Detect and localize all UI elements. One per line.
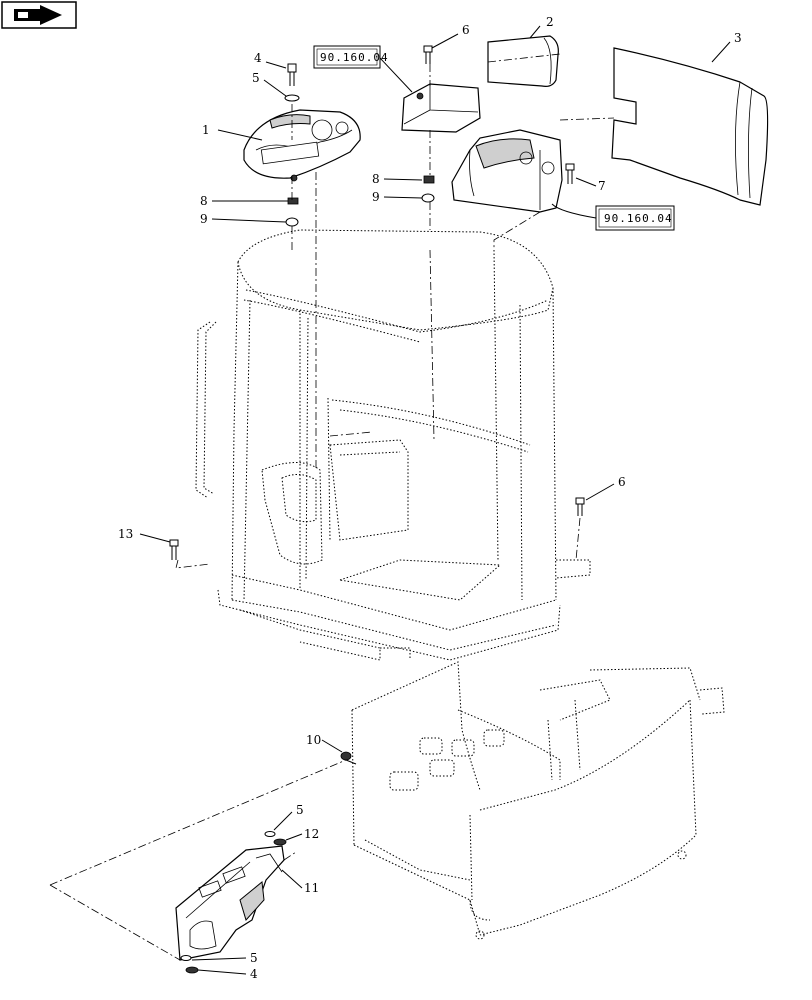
screw-6-right[interactable]	[575, 497, 585, 516]
nut-9-left[interactable]	[285, 217, 299, 227]
assembly-lines	[49, 53, 615, 961]
callout-9-left: 9	[200, 212, 208, 226]
cover-block-top[interactable]	[401, 83, 481, 133]
cab-frame	[195, 229, 591, 661]
callout-5-mid: 5	[296, 803, 304, 817]
lower-base-frame	[351, 661, 725, 940]
callout-5-bottom: 5	[250, 951, 258, 965]
reference-box-right[interactable]: 90.160.04	[595, 205, 675, 231]
forward-arrow-icon[interactable]	[1, 1, 77, 29]
callout-8-right: 8	[372, 172, 380, 186]
callout-7: 7	[598, 179, 606, 193]
callout-13: 13	[118, 527, 133, 541]
callout-12: 12	[304, 827, 319, 841]
callout-3: 3	[734, 31, 742, 45]
washer-5-top[interactable]	[284, 94, 300, 102]
callout-6-right: 6	[618, 475, 626, 489]
part-3-back-panel[interactable]	[611, 47, 769, 206]
callout-10: 10	[306, 733, 321, 747]
screw-12[interactable]	[273, 838, 287, 846]
reference-label-top: 90.160.04	[320, 51, 389, 64]
callout-6-top: 6	[462, 23, 470, 37]
callout-4-bottom: 4	[250, 967, 258, 981]
screw-10[interactable]	[340, 751, 357, 765]
callout-8-left: 8	[200, 194, 208, 208]
callout-11: 11	[304, 881, 319, 895]
screw-6-top[interactable]	[423, 45, 433, 64]
reference-label-right: 90.160.04	[604, 212, 673, 225]
part-2-pad[interactable]	[487, 35, 559, 87]
side-console-housing[interactable]	[451, 129, 563, 213]
screw-7[interactable]	[565, 163, 575, 184]
nut-8-left[interactable]	[287, 197, 299, 205]
screw-4-top[interactable]	[287, 63, 297, 86]
washer-5-bottom[interactable]	[180, 955, 192, 961]
leader-lines	[139, 25, 731, 975]
nut-9-right[interactable]	[421, 193, 435, 203]
part-11-side-panel[interactable]	[175, 845, 285, 961]
screw-4-bottom[interactable]	[185, 966, 199, 974]
callout-2: 2	[546, 15, 554, 29]
callout-labels: 1 2 3 4 5 6 7 8 9 8 9 13 6 10 5 12 11 5 …	[118, 15, 742, 981]
callout-1: 1	[202, 123, 210, 137]
reference-box-top[interactable]: 90.160.04	[313, 45, 389, 69]
callout-5-top: 5	[252, 71, 260, 85]
nut-8-right[interactable]	[423, 175, 435, 184]
part-1-console-cover[interactable]	[243, 109, 361, 182]
callout-9-right: 9	[372, 190, 380, 204]
washer-5-lower-mid[interactable]	[264, 831, 276, 837]
screw-13[interactable]	[169, 539, 179, 560]
callout-4-top: 4	[254, 51, 262, 65]
